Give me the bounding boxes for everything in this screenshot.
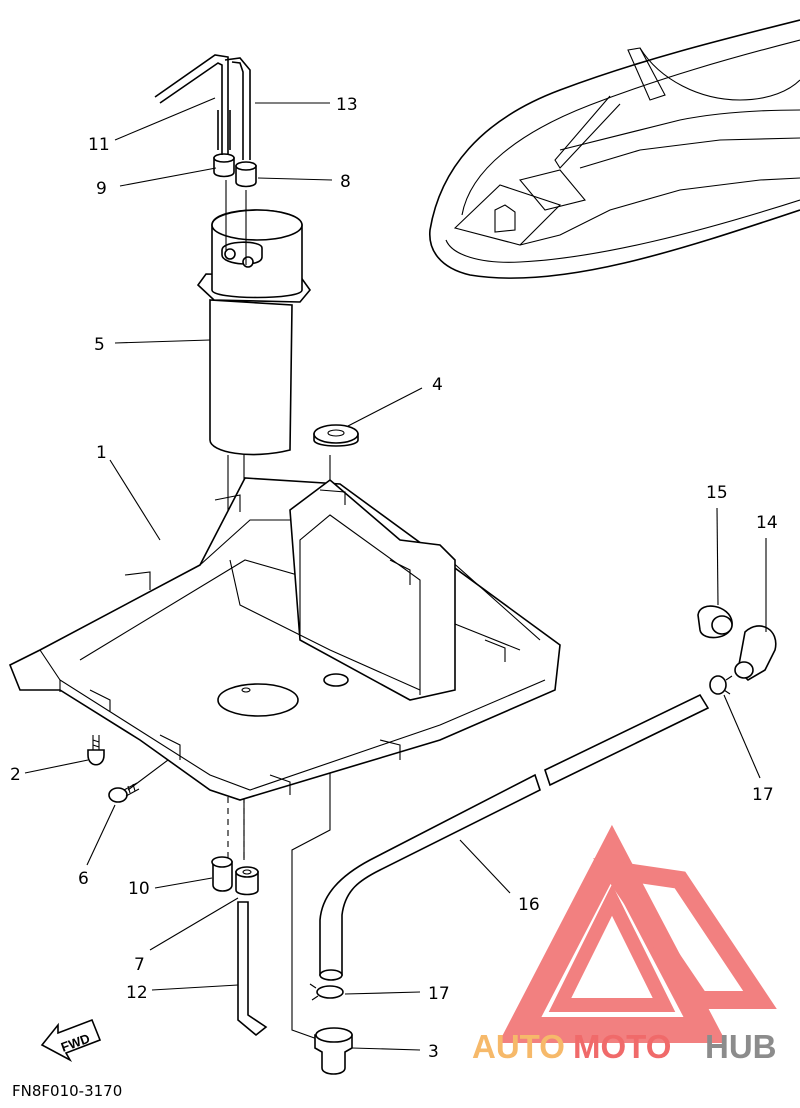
hose-part-16: [319, 693, 710, 981]
leader-lines: [24, 97, 767, 1051]
pipe-part-12: [237, 901, 268, 1037]
callout-5: 5: [94, 335, 105, 355]
screw-part-6: [108, 782, 140, 803]
hose-parts-11-13: [154, 54, 251, 160]
callout-14: 14: [756, 513, 778, 533]
fwd-arrow-icon: FWD: [40, 1018, 102, 1063]
watermark-part2: MOTO: [573, 1028, 671, 1065]
grommet-part-9: [213, 153, 235, 178]
watermark-part1: AUTO: [472, 1028, 565, 1065]
callout-6: 6: [78, 869, 89, 889]
storage-tray-part-1: [8, 477, 561, 801]
watercraft-hull-illustration: [429, 19, 800, 280]
callout-15: 15: [706, 483, 728, 503]
callout-13: 13: [336, 95, 358, 115]
callout-3: 3: [428, 1042, 439, 1062]
callout-17-upper: 17: [752, 785, 774, 805]
callout-17-lower: 17: [428, 984, 450, 1004]
fuel-tank-part-5: [196, 209, 312, 456]
watermark-part3: HUB: [705, 1028, 777, 1065]
grommet-part-3: [314, 1027, 353, 1075]
callout-4: 4: [432, 375, 443, 395]
grommet-part-7: [235, 866, 259, 896]
callout-7: 7: [134, 955, 145, 975]
watermark-text: AUTO MOTO HUB: [472, 1028, 777, 1065]
callout-16: 16: [518, 895, 540, 915]
clamp-part-17-lower: [309, 983, 344, 1001]
callout-2: 2: [10, 765, 21, 785]
grommet-part-8: [235, 161, 257, 188]
callout-1: 1: [96, 443, 107, 463]
callout-12: 12: [126, 983, 148, 1003]
grommet-part-4: [313, 424, 359, 447]
clamp-part-17-upper: [709, 675, 733, 695]
callout-9: 9: [96, 179, 107, 199]
fitting-part-14: [734, 625, 777, 682]
watermark-logo: [498, 824, 777, 1043]
screw-part-2: [87, 735, 105, 766]
callout-11: 11: [88, 135, 110, 155]
grommet-part-10: [211, 856, 233, 892]
grommet-part-15: [697, 605, 733, 639]
callout-8: 8: [340, 172, 351, 192]
callout-labels: 11 13 9 8 5 4 1 2 6 10 7 12 17 3 16 15 1…: [10, 95, 778, 1062]
callout-10: 10: [128, 879, 150, 899]
diagram-code: FN8F010-3170: [12, 1082, 122, 1100]
